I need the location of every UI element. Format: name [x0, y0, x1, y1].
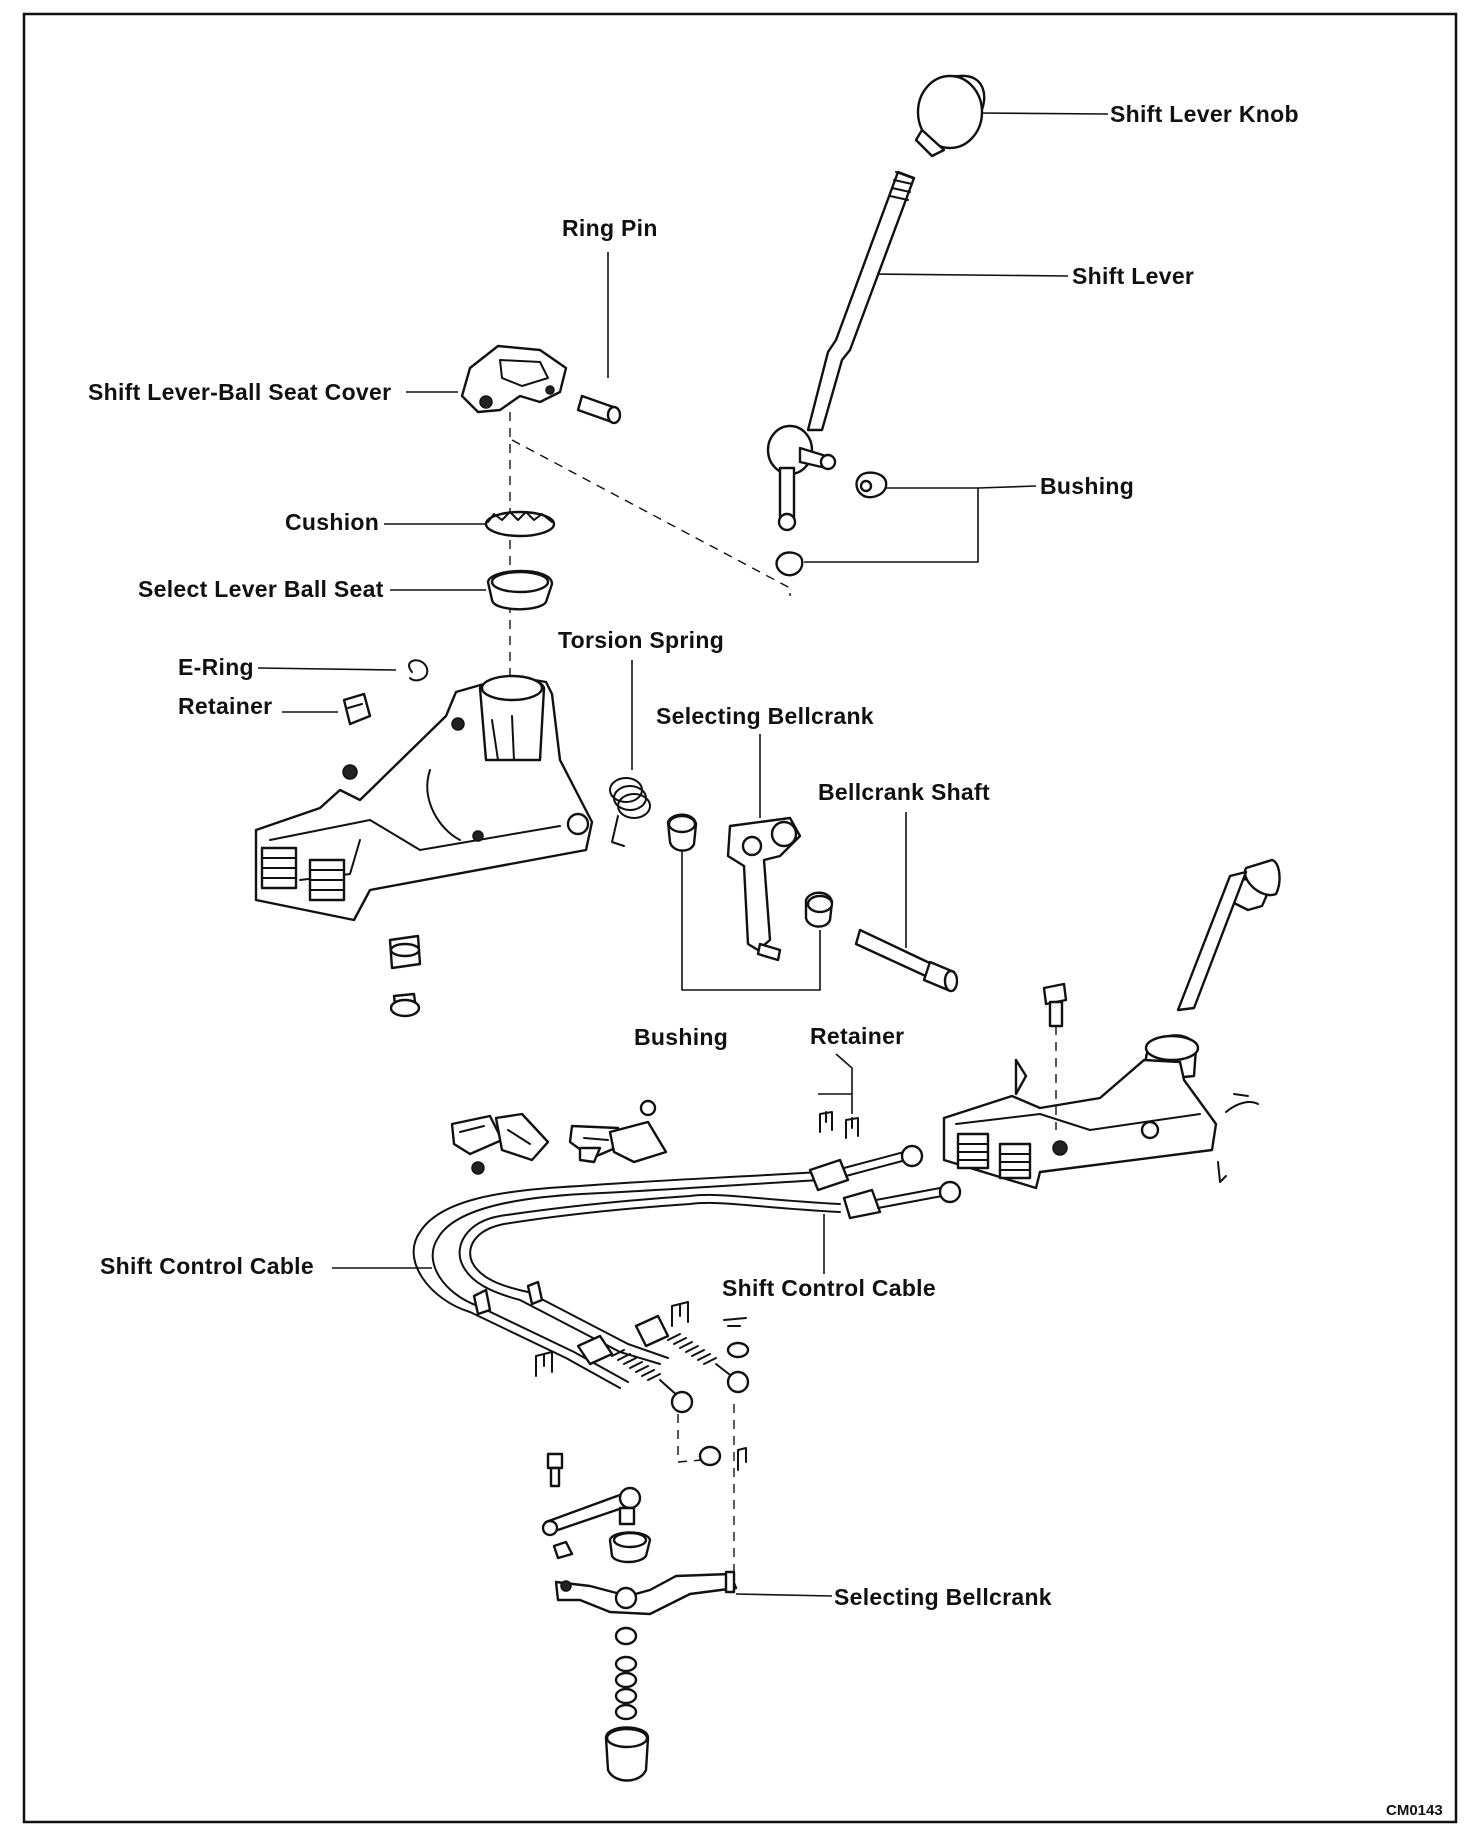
bellcrank-shaft-part: [854, 928, 959, 993]
assembly-lines: [509, 412, 791, 1576]
label-shift-lever-knob: Shift Lever Knob: [1110, 101, 1299, 127]
shift-lever-ball-seat-cover-part: [460, 344, 568, 414]
ring-pin-part: [576, 394, 622, 425]
bushing-top-part: [775, 471, 888, 577]
shift-control-cables: [412, 1144, 962, 1414]
shift-lever-knob: [914, 74, 986, 158]
bushing-middle-parts: [666, 813, 834, 928]
cushion-part: [484, 510, 556, 538]
select-lever-ball-seat-part: [486, 569, 554, 611]
label-selecting-bellcrank-top: Selecting Bellcrank: [656, 703, 874, 729]
e-ring-part: [408, 659, 429, 682]
label-e-ring: E-Ring: [178, 654, 254, 680]
labels: Shift Lever Knob Ring Pin Shift Lever Sh…: [88, 101, 1443, 1819]
label-shift-control-cable-right: Shift Control Cable: [722, 1275, 936, 1301]
shift-lever: [766, 170, 916, 532]
label-bellcrank-shaft: Bellcrank Shaft: [818, 779, 990, 805]
figure-code: CM0143: [1386, 1802, 1443, 1819]
retainer-left-part: [342, 692, 372, 726]
selecting-bellcrank-bottom-part: [541, 1452, 738, 1782]
label-selecting-bellcrank-bottom: Selecting Bellcrank: [834, 1584, 1052, 1610]
torsion-spring-part: [609, 777, 651, 847]
label-select-lever-ball-seat: Select Lever Ball Seat: [138, 576, 384, 602]
label-shift-lever: Shift Lever: [1072, 263, 1194, 289]
label-shift-control-cable-left: Shift Control Cable: [100, 1253, 314, 1279]
cable-clips: [535, 1301, 750, 1471]
label-retainer-middle: Retainer: [810, 1023, 904, 1049]
label-ring-pin: Ring Pin: [562, 215, 658, 241]
diagram-frame: [22, 12, 1458, 1824]
retainer-middle-parts: [819, 1111, 859, 1139]
label-cushion: Cushion: [285, 509, 379, 535]
label-bushing-middle: Bushing: [634, 1024, 728, 1050]
label-shift-lever-ball-seat-cover: Shift Lever-Ball Seat Cover: [88, 379, 391, 405]
selecting-bellcrank-top-part: [726, 816, 802, 962]
leader-lines: [257, 112, 1109, 1597]
shift-lever-bracket-top: [254, 674, 594, 922]
assembled-shifter: [942, 858, 1281, 1190]
label-bushing-top: Bushing: [1040, 473, 1134, 499]
label-retainer-left: Retainer: [178, 693, 272, 719]
label-torsion-spring: Torsion Spring: [558, 627, 724, 653]
cable-bracket-plates: [450, 1099, 668, 1175]
bracket-mount-parts: [388, 934, 422, 1018]
